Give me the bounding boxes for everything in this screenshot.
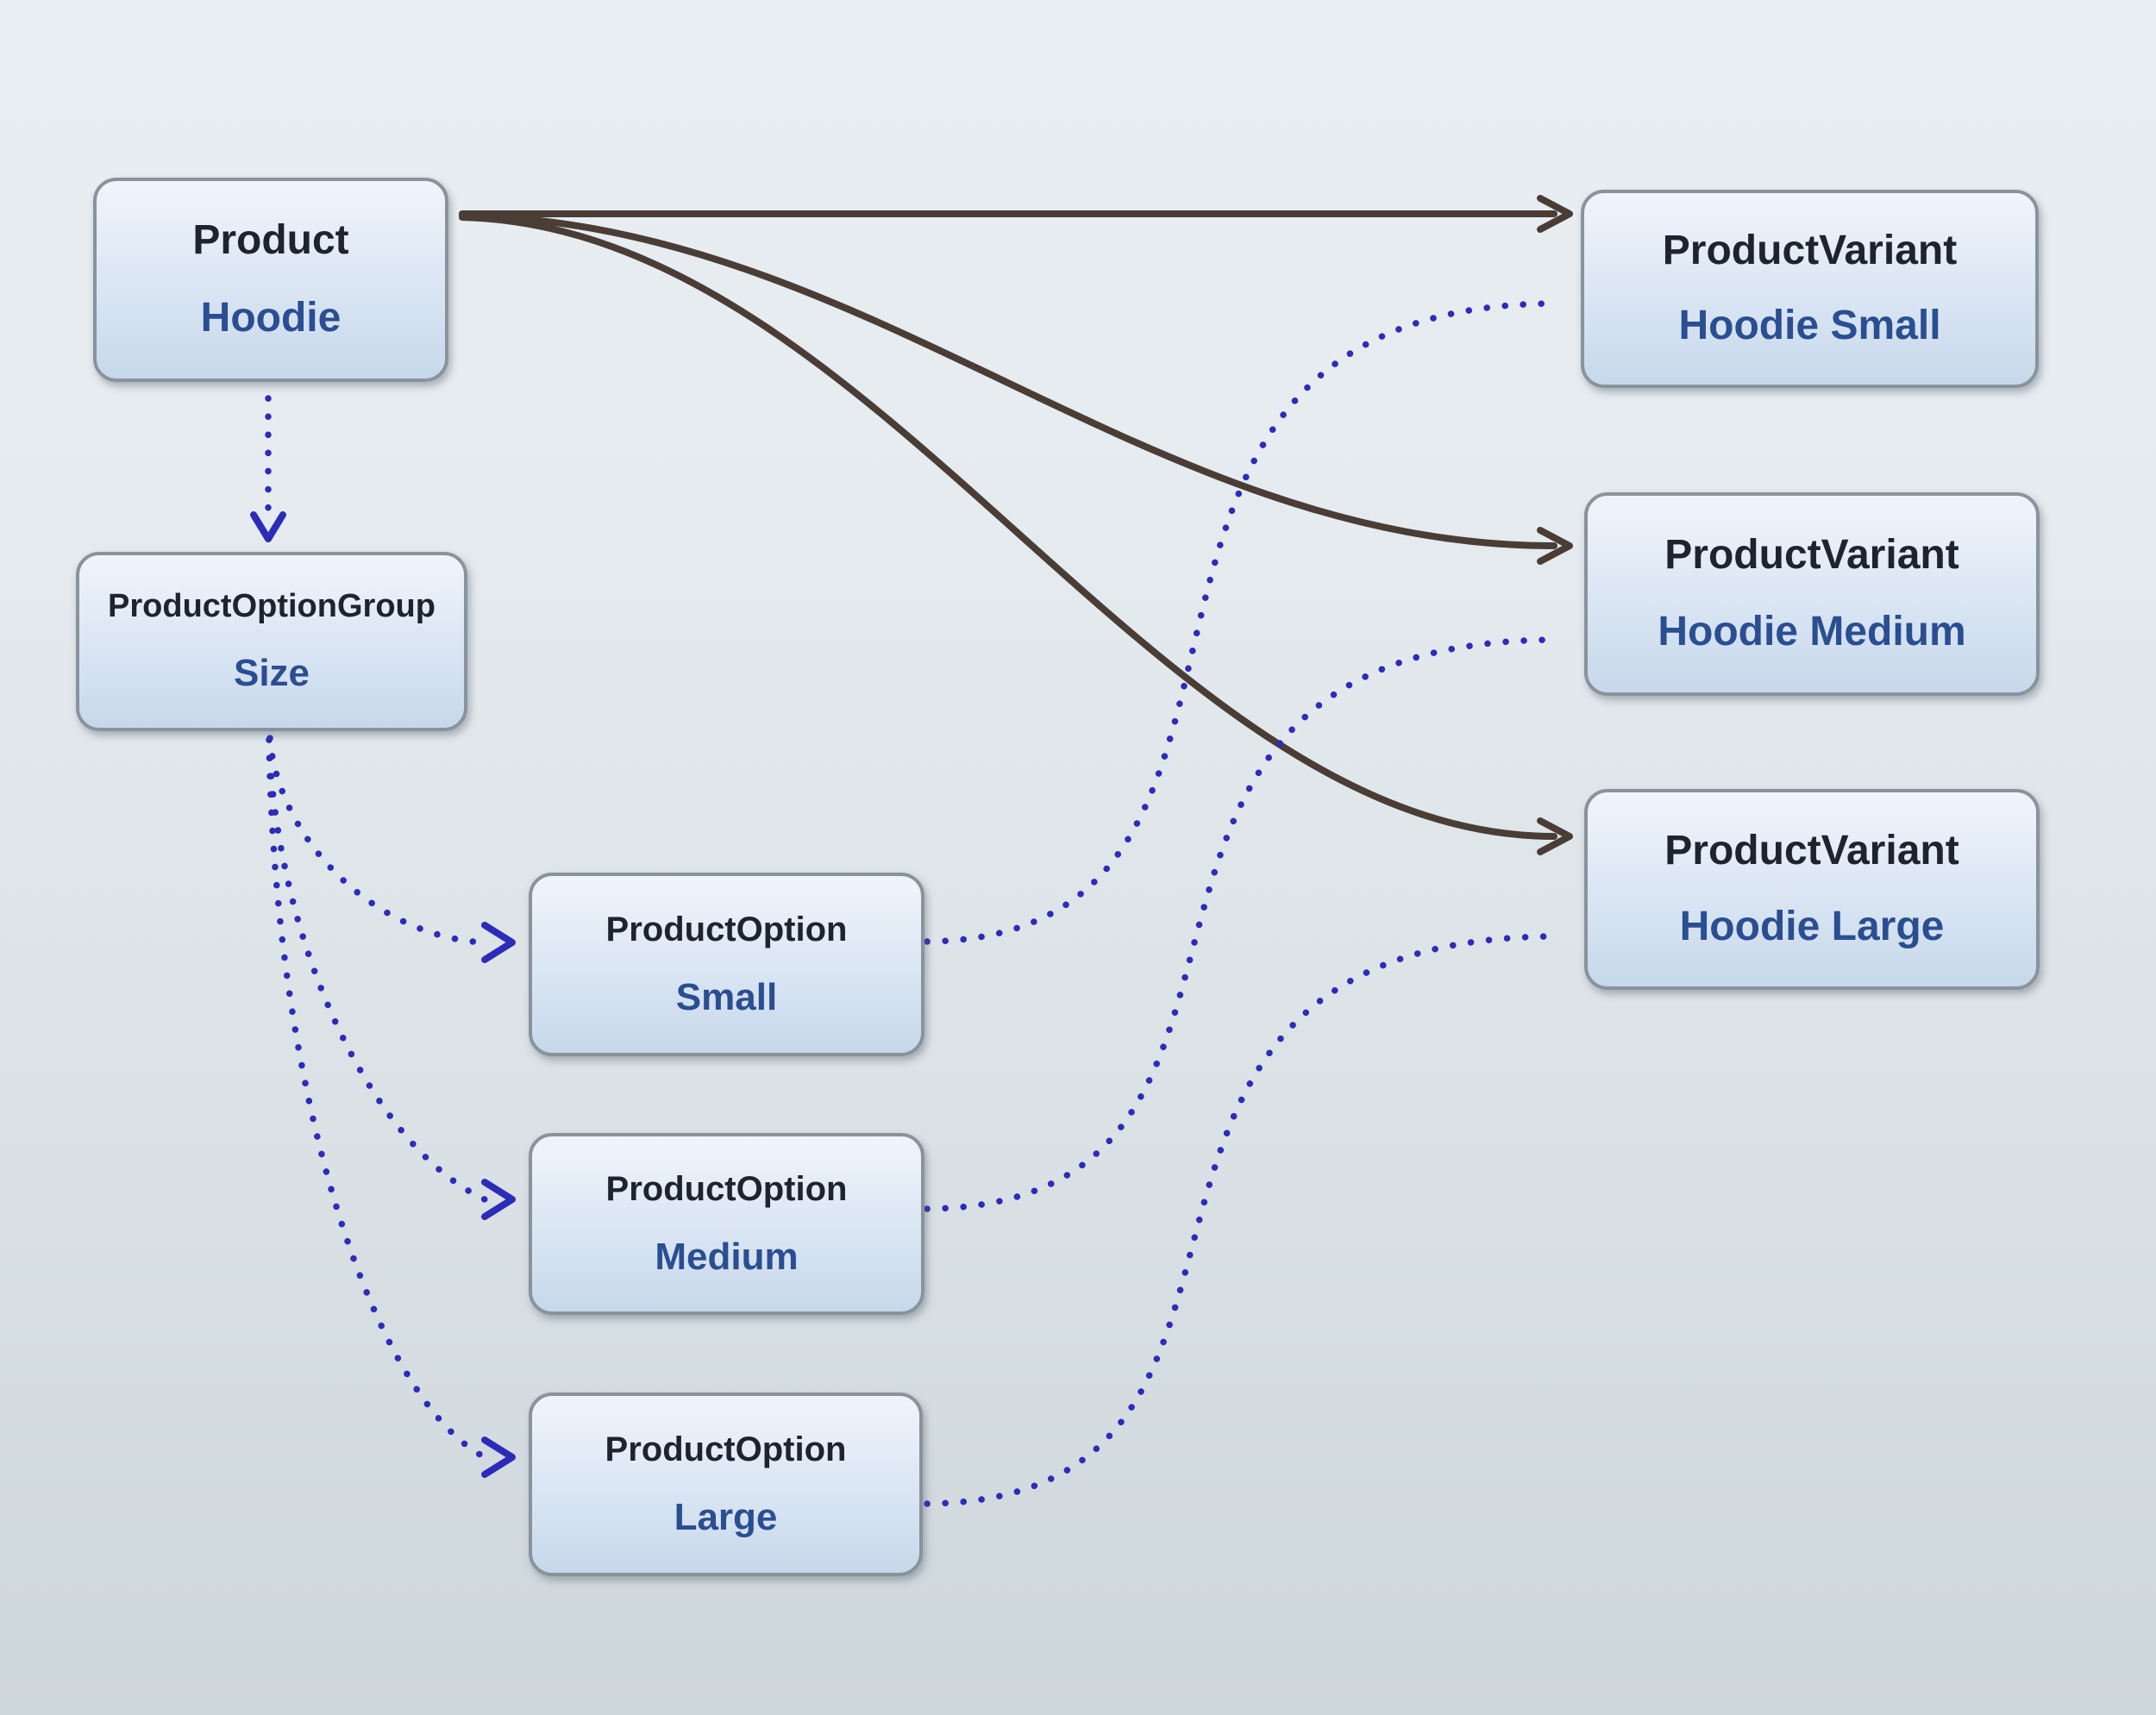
node-option-small: ProductOption Small [529,873,924,1056]
node-value-label: Hoodie Small [1678,303,1941,349]
node-value-label: Medium [655,1235,799,1278]
node-value-label: Hoodie Large [1679,904,1945,950]
edge-group-to-option-large [266,736,488,1461]
edge-group-to-option-medium [266,736,488,1203]
node-type-label: ProductVariant [1664,531,1959,578]
arrowhead-option-medium [481,1179,516,1220]
node-type-label: ProductOption [605,1169,848,1208]
edge-product-to-variant-large [459,214,1557,840]
node-type-label: ProductVariant [1664,827,1959,873]
node-value-label: Size [233,651,310,694]
edge-product-to-variant-medium [459,212,1557,549]
node-variant-small: ProductVariant Hoodie Small [1581,190,2039,388]
edge-option-small-to-variant-small [924,300,1556,945]
arrowhead-option-large [481,1436,516,1478]
edge-option-medium-to-variant-medium [924,636,1556,1212]
node-value-label: Hoodie [200,295,342,341]
node-type-label: ProductOption [605,910,848,948]
node-product: Product Hoodie [93,178,448,382]
arrowhead-option-group [250,511,286,542]
arrowhead-variant-small [1537,195,1573,233]
node-value-label: Hoodie Medium [1658,609,1966,655]
arrowhead-variant-medium [1537,527,1573,565]
node-variant-medium: ProductVariant Hoodie Medium [1584,492,2040,696]
node-type-label: Product [192,217,349,264]
edge-option-large-to-variant-large [924,933,1556,1507]
node-value-label: Small [675,976,778,1019]
node-type-label: ProductOptionGroup [108,587,436,624]
node-product-option-group: ProductOptionGroup Size [76,552,467,731]
arrowhead-option-small [481,922,516,963]
arrowhead-variant-large [1537,817,1573,855]
node-option-medium: ProductOption Medium [529,1133,924,1315]
edge-group-to-option-small [266,735,486,946]
node-value-label: Large [674,1496,778,1539]
node-type-label: ProductOption [605,1430,847,1468]
node-option-large: ProductOption Large [529,1393,923,1576]
node-type-label: ProductVariant [1662,227,1958,273]
node-variant-large: ProductVariant Hoodie Large [1584,789,2040,990]
